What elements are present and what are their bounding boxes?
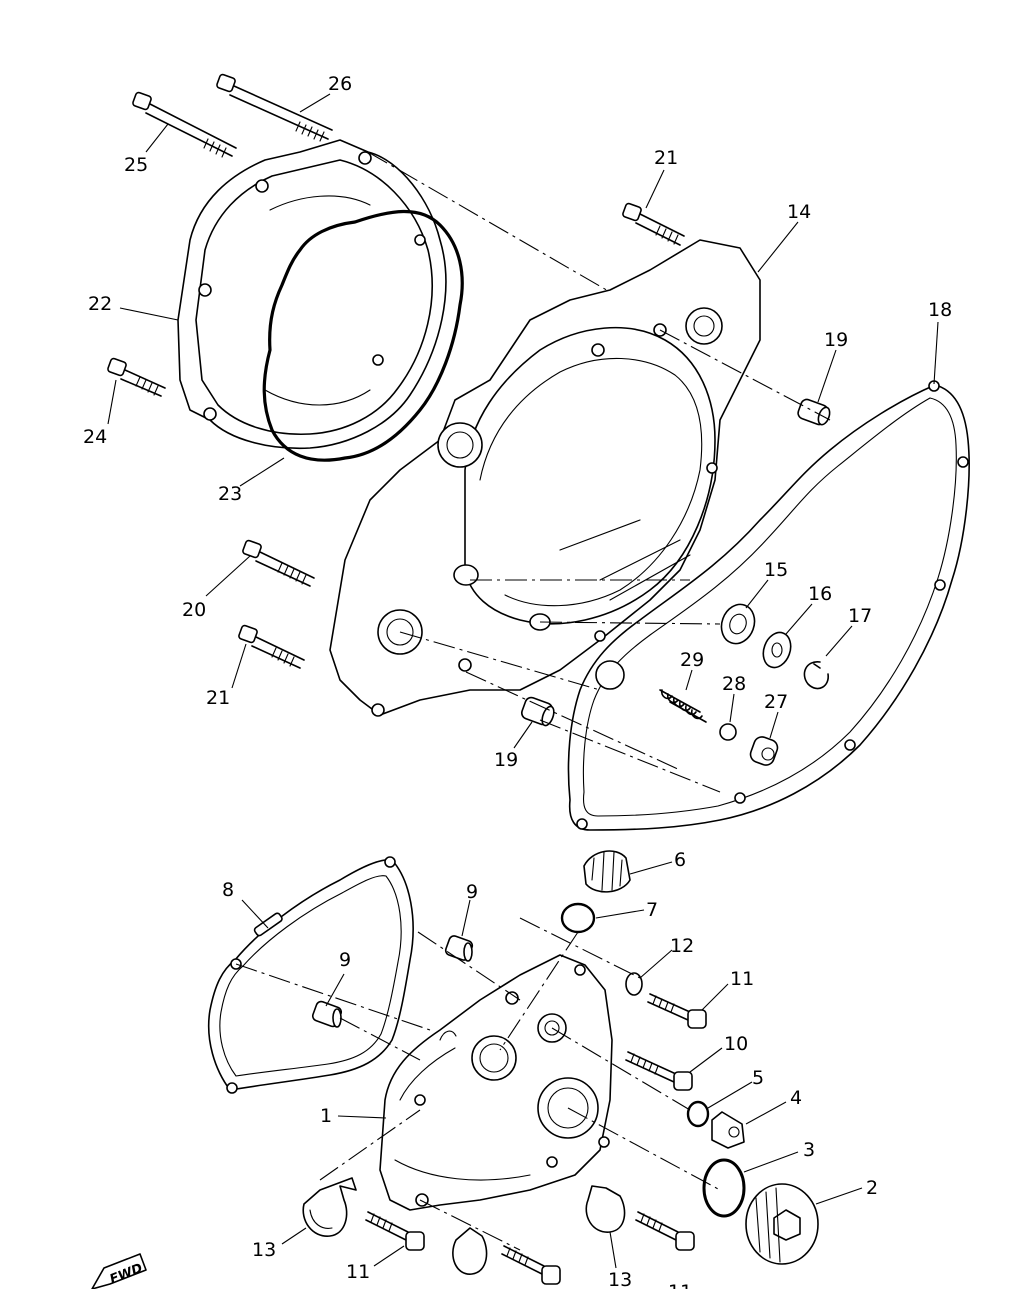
callout-1: 1 <box>320 1105 332 1127</box>
dowel-19-upper <box>797 398 831 426</box>
callout-3: 3 <box>803 1139 815 1161</box>
clamp-13-right <box>585 1185 626 1233</box>
callout-16: 16 <box>808 583 832 605</box>
o-ring-7 <box>560 902 596 934</box>
plug-4 <box>711 1111 745 1149</box>
callout-11-right: 11 <box>668 1281 692 1289</box>
cover-1 <box>379 954 613 1211</box>
bolt-11-center <box>501 1245 561 1285</box>
callout-9-upper: 9 <box>466 881 478 903</box>
callout-8: 8 <box>222 879 234 901</box>
callout-labels: 26 25 21 14 22 18 19 24 23 15 16 17 20 2… <box>83 73 952 1289</box>
callout-24: 24 <box>83 426 107 448</box>
callout-9-lower: 9 <box>339 949 351 971</box>
o-ring-3 <box>702 1158 746 1218</box>
alignment-lines <box>235 151 831 1251</box>
circlip-17 <box>803 661 829 690</box>
callout-6: 6 <box>674 849 686 871</box>
callout-11-upper: 11 <box>730 968 754 990</box>
callout-10: 10 <box>724 1033 748 1055</box>
bolt-20 <box>242 539 315 587</box>
callout-28: 28 <box>722 673 746 695</box>
dowel-9-upper <box>444 935 474 962</box>
bolt-11-left <box>365 1211 425 1251</box>
callout-18: 18 <box>928 299 952 321</box>
callout-11-left: 11 <box>346 1261 370 1283</box>
spring-29 <box>659 689 707 723</box>
fwd-arrow-icon: FWD <box>91 1253 147 1289</box>
bolt-21-upper <box>622 202 685 246</box>
callout-21-lower: 21 <box>206 687 230 709</box>
washer-12 <box>625 972 643 996</box>
callout-12: 12 <box>670 935 694 957</box>
callout-7: 7 <box>646 899 658 921</box>
callout-13-right: 13 <box>608 1269 632 1289</box>
callout-26: 26 <box>328 73 352 95</box>
gasket-18 <box>567 380 970 831</box>
bolt-26 <box>216 73 333 142</box>
gasket-8 <box>207 856 414 1094</box>
callout-19-lower: 19 <box>494 749 518 771</box>
washer-16 <box>762 631 792 669</box>
bolt-25 <box>132 91 237 158</box>
callout-17: 17 <box>848 605 872 627</box>
gasket-23 <box>262 209 464 462</box>
callout-20: 20 <box>182 599 206 621</box>
callout-25: 25 <box>124 154 148 176</box>
bolt-24 <box>107 357 166 397</box>
bolt-11-right-upper <box>647 993 707 1029</box>
dowel-19-lower <box>520 696 555 727</box>
callout-21-top: 21 <box>654 147 678 169</box>
callout-29: 29 <box>680 649 704 671</box>
clamp-11-center <box>452 1227 488 1275</box>
callout-14: 14 <box>787 201 811 223</box>
magneto-cover-22 <box>177 139 447 450</box>
callout-23: 23 <box>218 483 242 505</box>
bearing-15 <box>720 603 756 645</box>
leader-lines <box>107 93 939 1269</box>
ball-28 <box>719 723 737 741</box>
bolt-11-right-lower <box>635 1211 695 1251</box>
dowel-9-lower <box>311 1000 343 1028</box>
callout-13-left: 13 <box>252 1239 276 1261</box>
crankcase-cover-14 <box>329 239 761 717</box>
cap-27 <box>749 736 779 766</box>
bolt-10 <box>625 1051 693 1091</box>
callout-27: 27 <box>764 691 788 713</box>
callout-4: 4 <box>790 1087 802 1109</box>
bolt-21-lower <box>238 624 305 669</box>
callout-22: 22 <box>88 293 112 315</box>
callout-19-upper: 19 <box>824 329 848 351</box>
callout-15: 15 <box>764 559 788 581</box>
drain-plug-2 <box>745 1183 819 1265</box>
callout-2: 2 <box>866 1177 878 1199</box>
clamp-13-left <box>302 1177 357 1237</box>
callout-5: 5 <box>752 1067 764 1089</box>
filler-cap-6 <box>583 850 631 893</box>
o-ring-5 <box>686 1100 710 1128</box>
